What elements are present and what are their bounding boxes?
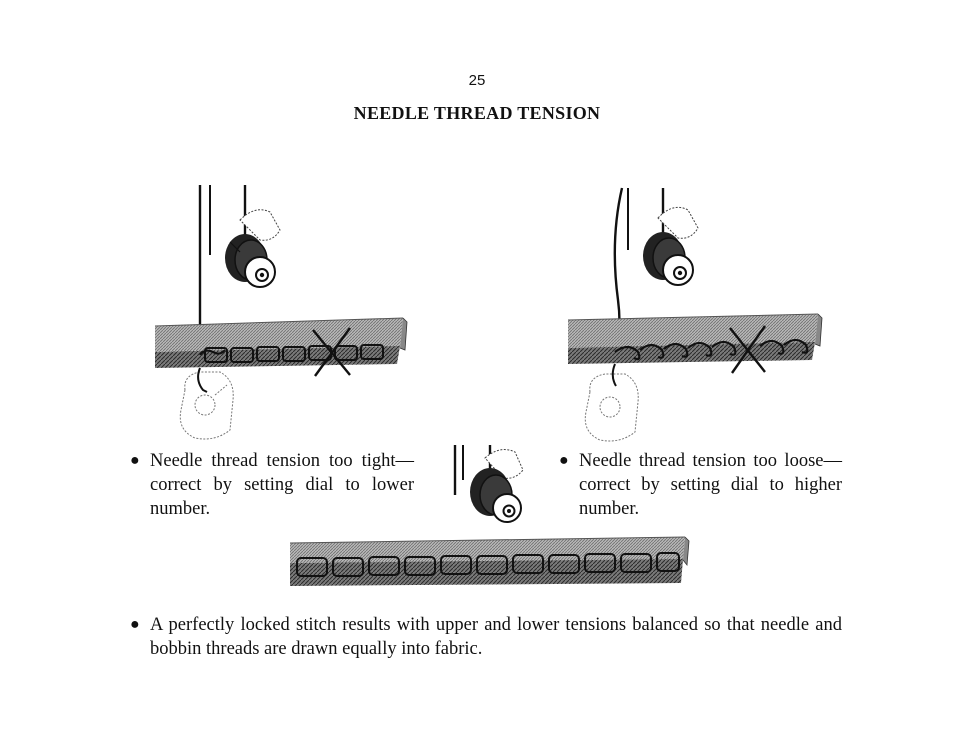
x-mark-icon bbox=[729, 325, 766, 374]
caption-text: Needle thread tension too tight—correct … bbox=[150, 451, 414, 519]
tension-dial-icon bbox=[225, 209, 281, 288]
page-title: NEEDLE THREAD TENSION bbox=[353, 103, 601, 123]
bobbin-case-icon bbox=[179, 371, 234, 440]
bullet-icon: ● bbox=[559, 452, 569, 469]
tension-dial-icon bbox=[470, 449, 524, 523]
tension-too-loose-illustration bbox=[567, 187, 823, 442]
caption-text: Needle thread tension too loose—correct … bbox=[579, 451, 842, 519]
page-number: 25 bbox=[468, 72, 486, 89]
caption-tension-too-tight: ● Needle thread tension too tight—correc… bbox=[130, 449, 414, 521]
caption-text: A perfectly locked stitch results with u… bbox=[150, 615, 842, 659]
bullet-icon: ● bbox=[130, 616, 140, 633]
tension-dial-icon bbox=[643, 206, 699, 286]
bullet-icon: ● bbox=[130, 452, 140, 469]
bobbin-case-icon bbox=[584, 373, 639, 442]
caption-tension-too-loose: ● Needle thread tension too loose—correc… bbox=[559, 449, 842, 521]
tension-too-tight-illustration bbox=[154, 185, 408, 440]
tension-balanced-illustration bbox=[289, 445, 690, 586]
x-mark-icon bbox=[312, 327, 351, 377]
caption-tension-balanced: ● A perfectly locked stitch results with… bbox=[130, 613, 842, 661]
